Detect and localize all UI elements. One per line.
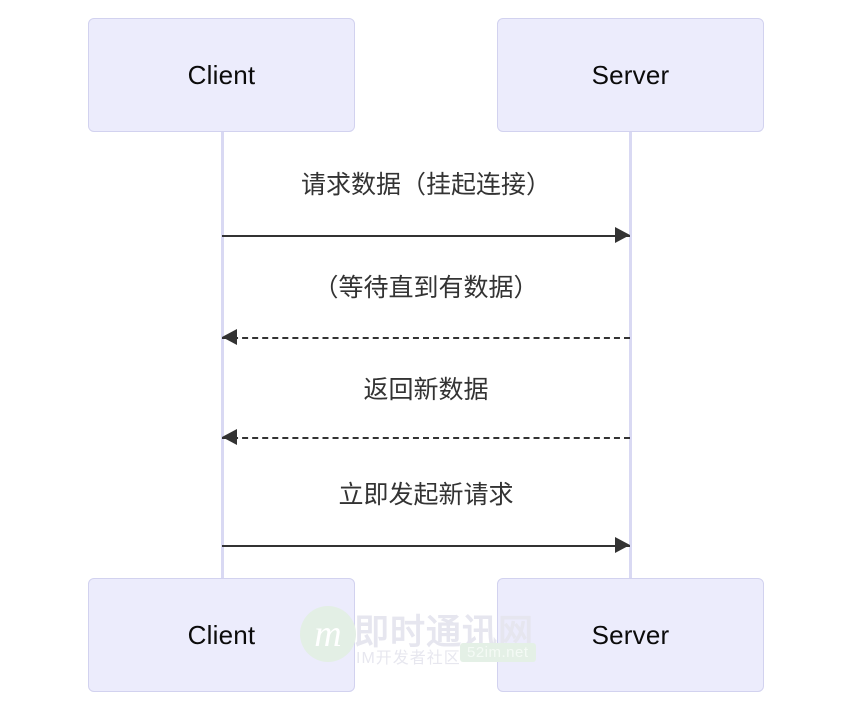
- participant-box-server-top[interactable]: Server: [497, 18, 764, 132]
- message-2-line: [222, 337, 630, 339]
- participant-label-server-top: Server: [591, 59, 670, 90]
- message-4-label: 立即发起新请求: [338, 481, 514, 509]
- message-1-line: [222, 235, 630, 237]
- message-3-line: [222, 437, 630, 439]
- message-2-arrowhead-icon: [222, 329, 237, 345]
- participant-label-server-bottom: Server: [591, 619, 670, 650]
- participant-box-client-top[interactable]: Client: [88, 18, 355, 132]
- watermark-sub-text: IM开发者社区: [356, 650, 461, 667]
- lifeline-server: [629, 132, 632, 578]
- participant-label-client-top: Client: [187, 59, 256, 90]
- message-3-arrowhead-icon: [222, 429, 237, 445]
- message-3-label: 返回新数据: [363, 376, 489, 404]
- message-1-arrowhead-icon: [615, 227, 630, 243]
- participant-label-client-bottom: Client: [187, 619, 256, 650]
- lifeline-client: [221, 132, 224, 578]
- message-1-label: 请求数据（挂起连接）: [300, 171, 552, 199]
- participant-box-server-bottom[interactable]: Server: [497, 578, 764, 692]
- message-2-label: （等待直到有数据）: [313, 274, 539, 302]
- participant-box-client-bottom[interactable]: Client: [88, 578, 355, 692]
- message-4-line: [222, 545, 630, 547]
- message-4-arrowhead-icon: [615, 537, 630, 553]
